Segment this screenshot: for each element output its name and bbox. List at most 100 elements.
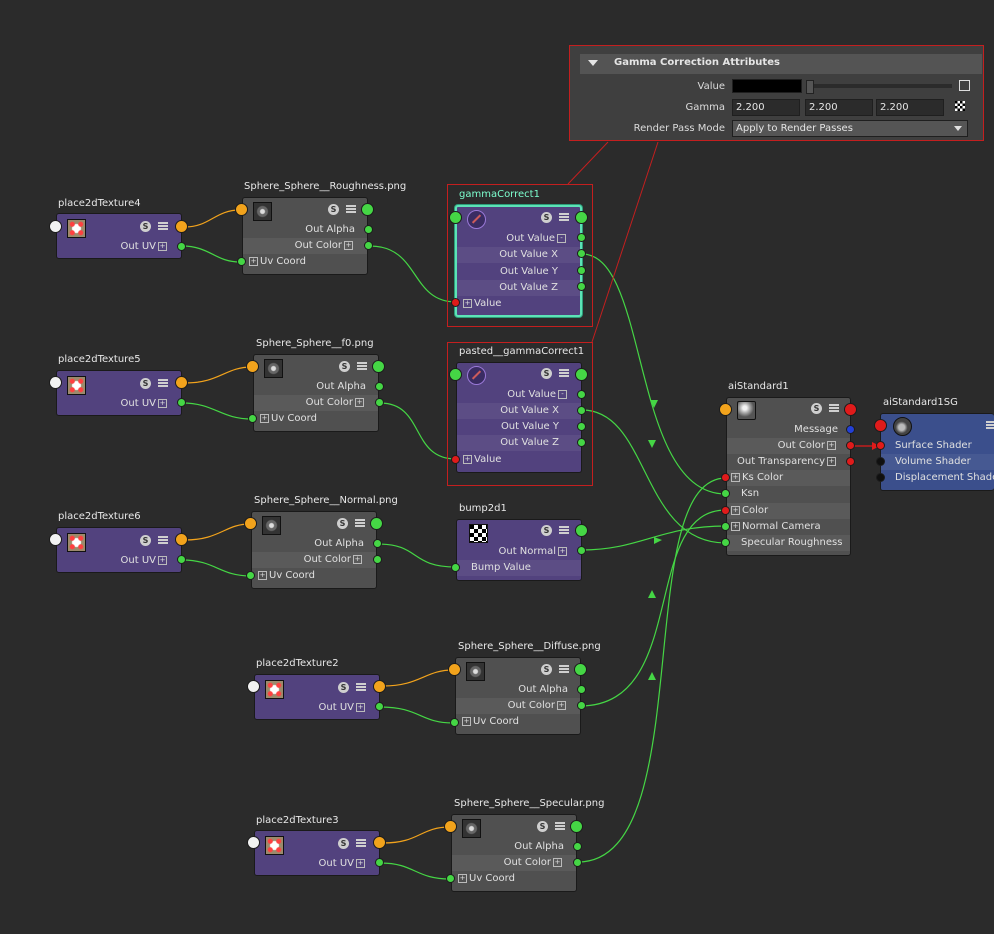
output-port[interactable]	[575, 524, 588, 537]
value-input-port[interactable]	[451, 298, 460, 307]
list-mode-icon[interactable]	[558, 664, 570, 674]
out-value-port[interactable]	[577, 390, 586, 399]
list-mode-icon[interactable]	[355, 838, 367, 848]
input-port[interactable]	[449, 211, 462, 224]
uv-coord-port[interactable]	[237, 257, 246, 266]
place2dtexture2-node[interactable]: S Out UV+	[254, 674, 380, 720]
gammacorrect1-node[interactable]: S Out Value- Out Value X Out Value Y Out…	[455, 205, 582, 317]
out-uv-port[interactable]	[177, 242, 186, 251]
color-port[interactable]	[721, 506, 730, 515]
out-color-port[interactable]	[364, 241, 373, 250]
list-mode-icon[interactable]	[828, 403, 840, 413]
list-mode-icon[interactable]	[355, 682, 367, 692]
output-port[interactable]	[574, 663, 587, 676]
file-node-specular[interactable]: S Out Alpha Out Color+ +Uv Coord	[451, 814, 577, 892]
file-node-roughness[interactable]: S Out Alpha Out Color+ +Uv Coord	[242, 197, 368, 275]
list-mode-icon[interactable]	[157, 221, 169, 231]
output-port[interactable]	[372, 360, 385, 373]
swatch-toggle-icon[interactable]: S	[337, 518, 348, 529]
out-uv-port[interactable]	[177, 398, 186, 407]
input-port[interactable]	[49, 533, 62, 546]
out-alpha-port[interactable]	[573, 842, 582, 851]
output-port[interactable]	[175, 220, 188, 233]
out-value-y-port[interactable]	[577, 422, 586, 431]
bump-value-port[interactable]	[451, 563, 460, 572]
ksn-port[interactable]	[721, 489, 730, 498]
output-port[interactable]	[373, 680, 386, 693]
specular-roughness-port[interactable]	[721, 538, 730, 547]
output-port[interactable]	[373, 836, 386, 849]
out-color-port[interactable]	[577, 701, 586, 710]
list-mode-icon[interactable]	[558, 368, 570, 378]
swatch-toggle-icon[interactable]: S	[328, 204, 339, 215]
out-alpha-port[interactable]	[375, 382, 384, 391]
input-port[interactable]	[49, 220, 62, 233]
collapse-triangle-icon[interactable]	[588, 60, 598, 66]
list-mode-icon[interactable]	[985, 420, 994, 430]
swatch-toggle-icon[interactable]: S	[140, 221, 151, 232]
checker-map-icon[interactable]	[955, 101, 965, 111]
out-value-z-port[interactable]	[577, 282, 586, 291]
place2dtexture3-node[interactable]: S Out UV+	[254, 830, 380, 876]
list-mode-icon[interactable]	[558, 525, 570, 535]
output-port[interactable]	[175, 376, 188, 389]
out-value-x-port[interactable]	[577, 406, 586, 415]
pasted-gammacorrect1-node[interactable]: S Out Value- Out Value X Out Value Y Out…	[456, 362, 582, 473]
bump2d1-node[interactable]: S Out Normal+ Bump Value	[456, 519, 582, 581]
output-port[interactable]	[175, 533, 188, 546]
gamma-attributes-header[interactable]: Gamma Correction Attributes	[580, 54, 982, 74]
swatch-toggle-icon[interactable]: S	[541, 664, 552, 675]
uv-coord-port[interactable]	[450, 718, 459, 727]
gamma-y-field[interactable]: 2.200	[805, 99, 873, 116]
swatch-toggle-icon[interactable]: S	[339, 361, 350, 372]
input-port[interactable]	[874, 419, 887, 432]
uv-coord-port[interactable]	[248, 414, 257, 423]
list-mode-icon[interactable]	[554, 821, 566, 831]
out-uv-port[interactable]	[375, 702, 384, 711]
swatch-toggle-icon[interactable]: S	[541, 212, 552, 223]
swatch-toggle-icon[interactable]: S	[140, 378, 151, 389]
swatch-toggle-icon[interactable]: S	[338, 838, 349, 849]
uv-coord-port[interactable]	[446, 874, 455, 883]
input-port[interactable]	[449, 368, 462, 381]
gamma-z-field[interactable]: 2.200	[876, 99, 944, 116]
uv-coord-port[interactable]	[246, 571, 255, 580]
input-port[interactable]	[246, 360, 259, 373]
output-port[interactable]	[570, 820, 583, 833]
list-mode-icon[interactable]	[157, 535, 169, 545]
out-normal-port[interactable]	[577, 546, 586, 555]
out-color-port[interactable]	[373, 555, 382, 564]
output-port[interactable]	[370, 517, 383, 530]
aistandard1-node[interactable]: S Message Out Color+ Out Transparency+ +…	[726, 397, 851, 556]
list-mode-icon[interactable]	[345, 204, 357, 214]
output-port[interactable]	[361, 203, 374, 216]
place2dtexture6-node[interactable]: S Out UV+	[56, 527, 182, 573]
file-node-diffuse[interactable]: S Out Alpha Out Color+ +Uv Coord	[455, 657, 581, 735]
aistandard1sg-node[interactable]: Surface Shader Volume Shader Displacemen…	[880, 413, 994, 491]
out-value-y-port[interactable]	[577, 266, 586, 275]
output-port[interactable]	[575, 211, 588, 224]
out-alpha-port[interactable]	[364, 225, 373, 234]
out-color-port[interactable]	[846, 441, 855, 450]
gamma-x-field[interactable]: 2.200	[732, 99, 800, 116]
list-mode-icon[interactable]	[354, 518, 366, 528]
surface-shader-port[interactable]	[876, 441, 885, 450]
input-port[interactable]	[448, 663, 461, 676]
swatch-toggle-icon[interactable]: S	[541, 525, 552, 536]
displacement-shader-port[interactable]	[876, 473, 885, 482]
output-port[interactable]	[844, 403, 857, 416]
input-port[interactable]	[719, 403, 732, 416]
swatch-toggle-icon[interactable]: S	[537, 821, 548, 832]
value-slider-track[interactable]	[807, 84, 952, 88]
value-color-swatch[interactable]	[732, 79, 802, 93]
out-value-x-port[interactable]	[577, 249, 586, 258]
out-alpha-port[interactable]	[577, 685, 586, 694]
swatch-toggle-icon[interactable]: S	[338, 682, 349, 693]
file-node-f0[interactable]: S Out Alpha Out Color+ +Uv Coord	[253, 354, 379, 432]
ks-color-port[interactable]	[721, 473, 730, 482]
input-port[interactable]	[244, 517, 257, 530]
list-mode-icon[interactable]	[356, 361, 368, 371]
place2dtexture5-node[interactable]: S Out UV+	[56, 370, 182, 416]
place2dtexture4-node[interactable]: S Out UV+	[56, 213, 182, 259]
